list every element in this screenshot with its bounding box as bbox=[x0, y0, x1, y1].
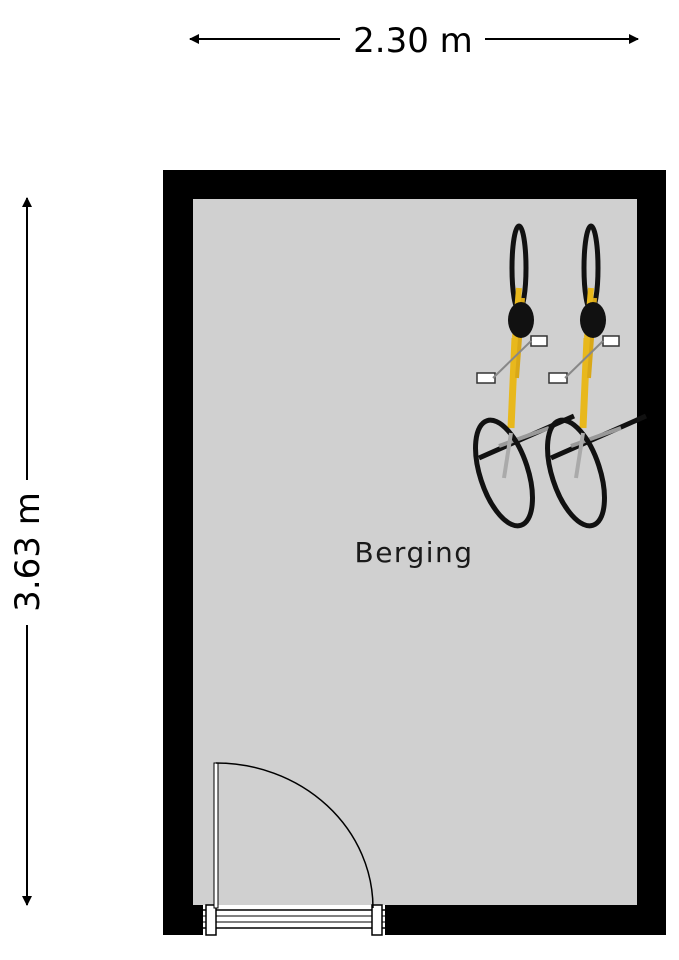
door-swing-icon bbox=[213, 762, 374, 909]
height-dimension: 3.63 m bbox=[8, 197, 48, 906]
room-name: Berging bbox=[354, 536, 473, 569]
door bbox=[201, 904, 387, 936]
width-dimension-label: 2.30 m bbox=[353, 21, 473, 61]
width-dimension: 2.30 m bbox=[189, 21, 639, 61]
height-dimension-label: 3.63 m bbox=[8, 492, 48, 612]
room-floor bbox=[193, 199, 637, 905]
